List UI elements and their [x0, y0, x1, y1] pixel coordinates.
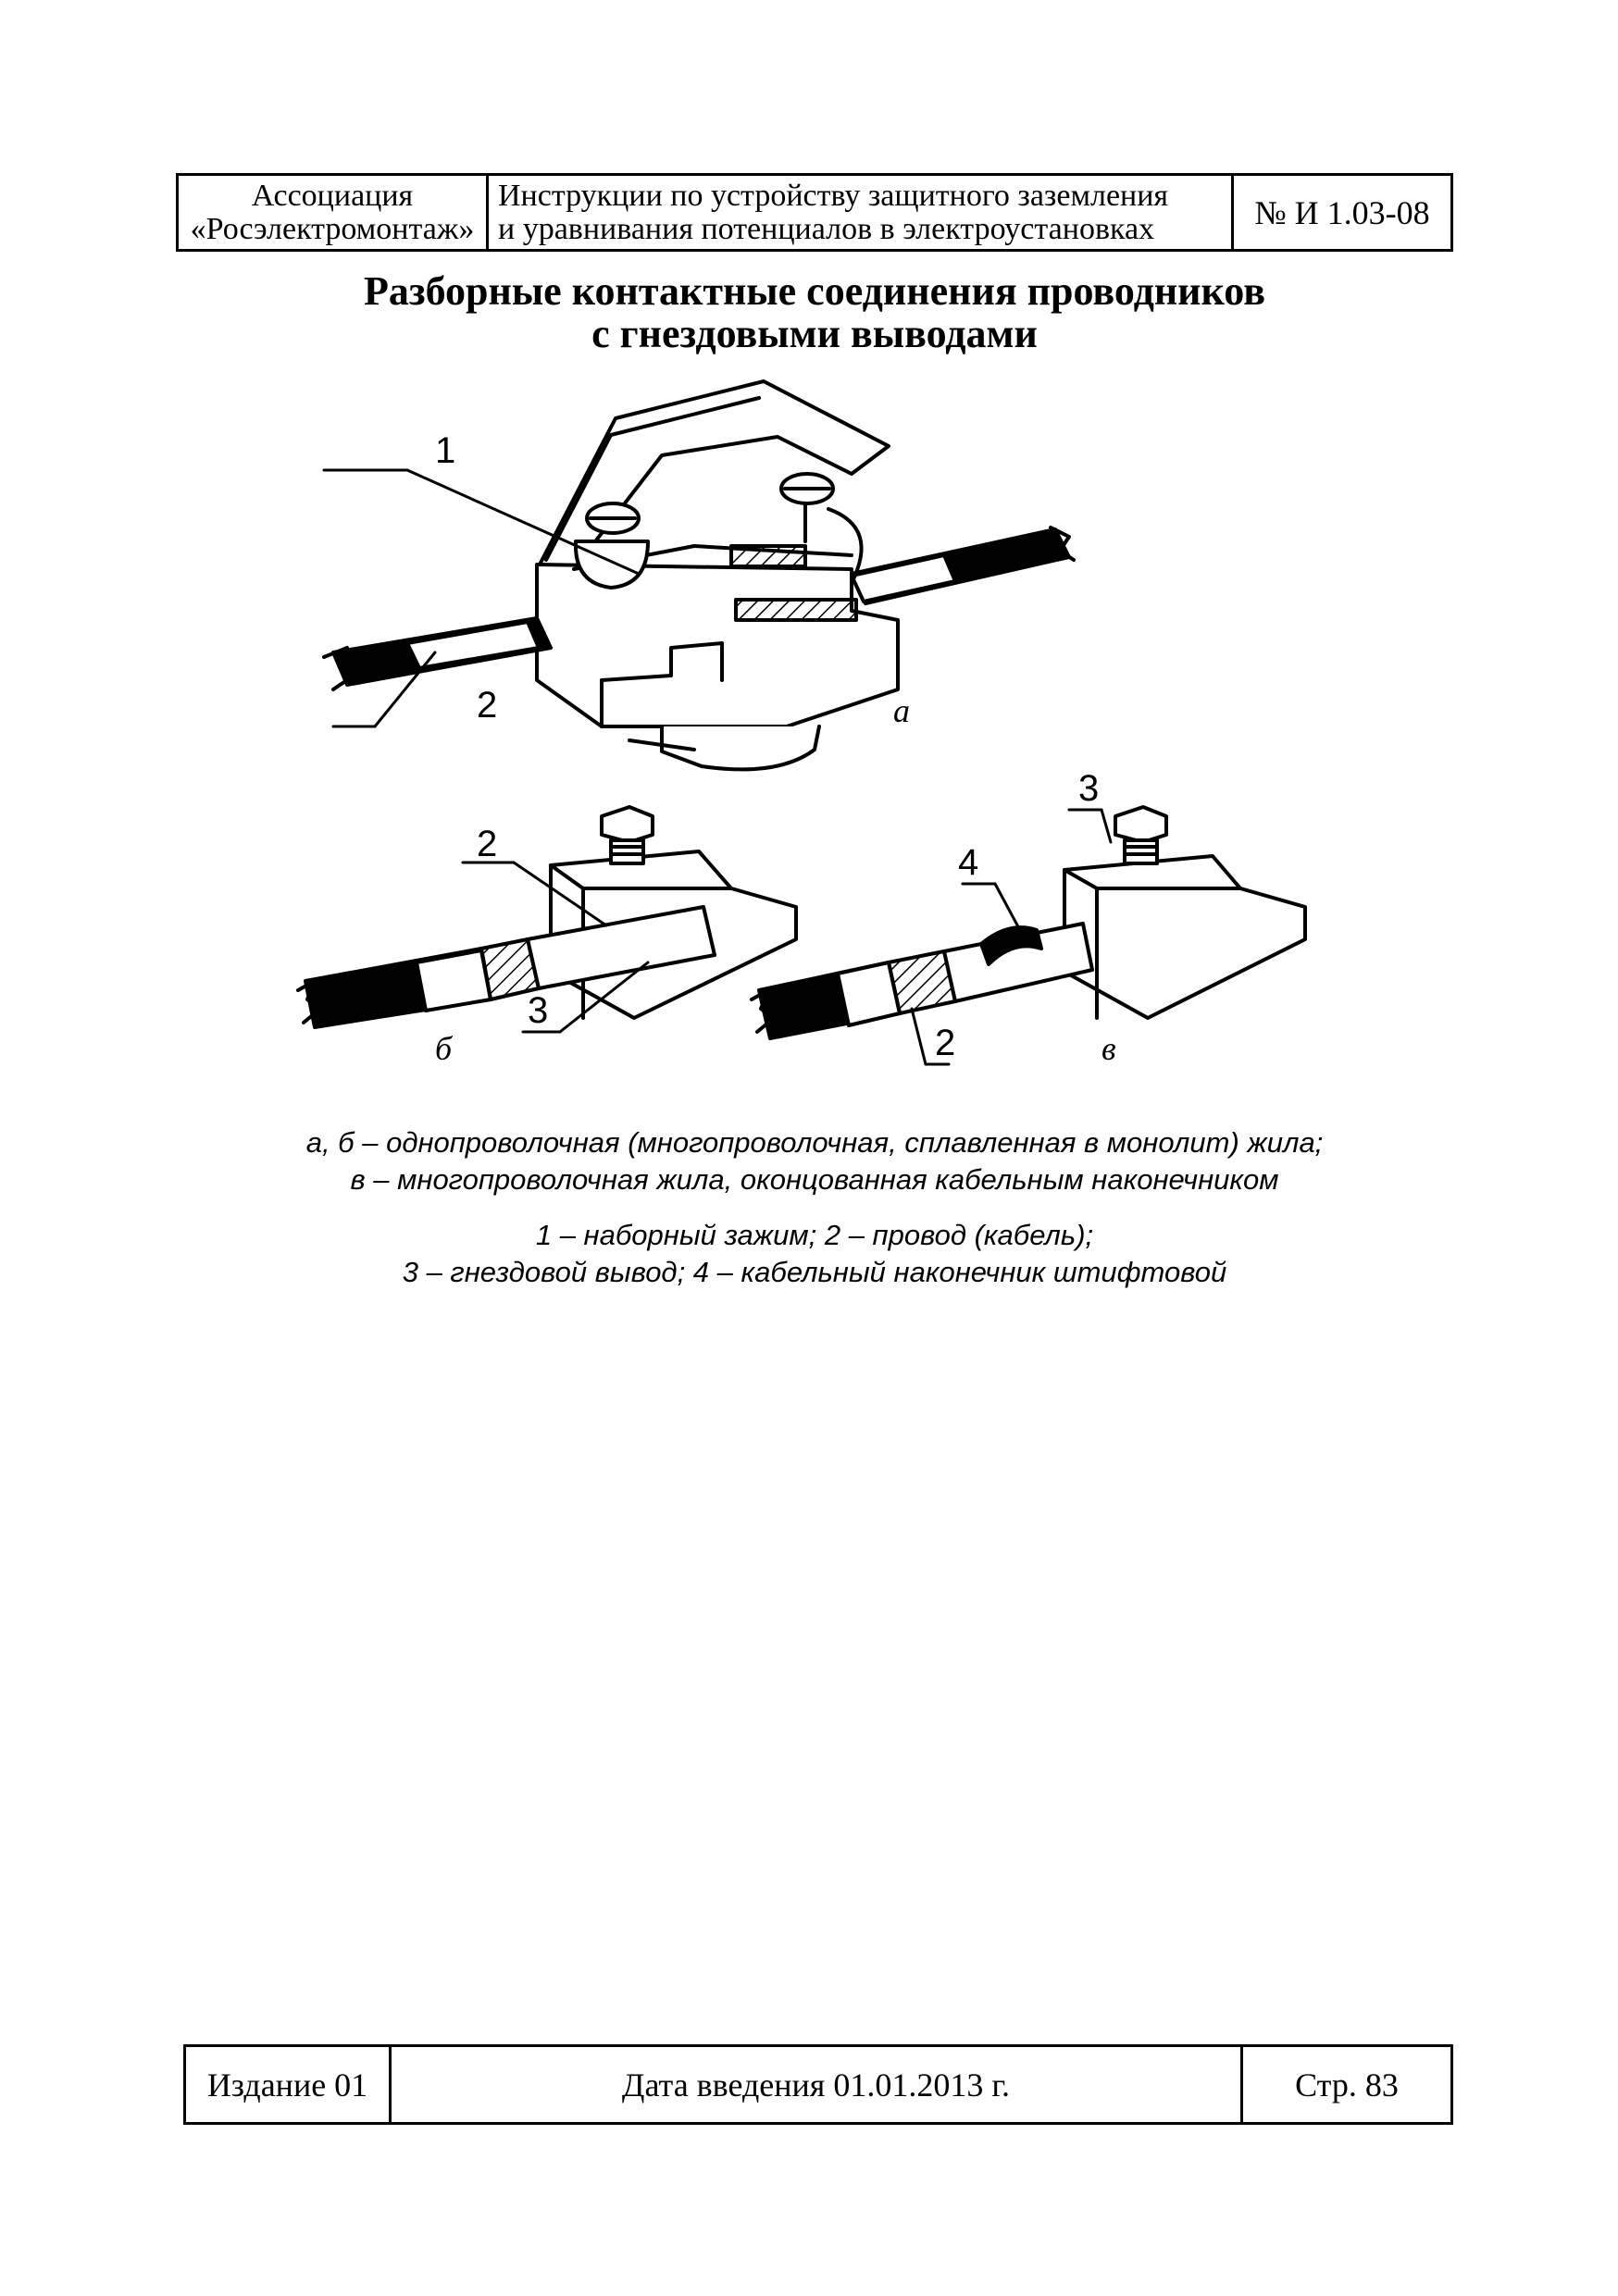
callout-v-4: 4	[958, 842, 978, 883]
cable-v	[750, 922, 1094, 1040]
caption-line-1: а, б – однопроволочная (многопроволочная…	[305, 1126, 1324, 1159]
legend-line-2: 3 – гнездовой вывод; 4 – кабельный након…	[402, 1256, 1227, 1288]
document-title-line-2: и уравнивания потенциалов в электроустан…	[498, 211, 1155, 246]
callout-a-1: 1	[435, 430, 455, 471]
terminal-body	[535, 563, 900, 728]
terminal-step	[600, 641, 724, 728]
document-number: № И 1.03-08	[1254, 193, 1430, 231]
page-title: Разборные контактные соединения проводни…	[176, 270, 1453, 355]
document-title-line-1: Инструкции по устройству защитного зазем…	[498, 178, 1169, 213]
leader-line-b2-diag	[512, 861, 608, 927]
callout-v-2: 2	[935, 1023, 955, 1063]
edition-cell: Издание 01	[186, 2047, 392, 2122]
connection-illustration: 1 2 а 2 3 б	[296, 379, 1307, 1067]
figure-letter-b: б	[435, 1030, 454, 1067]
hatched-section-lower	[734, 598, 858, 622]
clamp-screw-left	[573, 502, 650, 590]
organization-line-1: Ассоциация	[251, 178, 414, 213]
din-rail-clip	[628, 738, 696, 751]
din-rail-foot	[660, 725, 821, 772]
callout-v-3: 3	[1078, 768, 1099, 809]
legend-line-1: 1 – наборный зажим; 2 – провод (кабель);	[535, 1219, 1094, 1251]
callout-a-2: 2	[477, 685, 497, 726]
callout-b-2: 2	[477, 824, 497, 864]
socket-block-v	[1063, 854, 1307, 1020]
socket-terminal-assembly-v: 3 4 2 в	[750, 768, 1307, 1067]
hatched-section-upper	[729, 544, 807, 568]
organization-cell: Ассоциация «Росэлектромонтаж»	[179, 176, 489, 249]
footer-table: Издание 01 Дата введения 01.01.2013 г. С…	[183, 2044, 1453, 2125]
leader-line-v4-diag	[993, 882, 1029, 946]
leader-line-a1-diag	[405, 468, 641, 576]
page-title-line-2: с гнездовыми выводами	[591, 311, 1038, 356]
document-number-cell: № И 1.03-08	[1234, 176, 1450, 249]
conductor-right	[850, 526, 1076, 605]
effective-date-cell: Дата введения 01.01.2013 г.	[392, 2047, 1243, 2122]
callout-b-3: 3	[528, 990, 548, 1031]
conductor-left	[322, 616, 553, 691]
leader-line-b3-diag	[558, 961, 650, 1034]
header-table: Ассоциация «Росэлектромонтаж» Инструкции…	[176, 173, 1453, 252]
terminal-hood-inner	[544, 396, 761, 562]
leader-line-v2-diag	[910, 1007, 927, 1066]
figure-caption: а, б – однопроволочная (многопроволочная…	[176, 1124, 1453, 1198]
organization-line-2: «Росэлектромонтаж»	[190, 211, 475, 246]
caption-line-2: в – многопроволочная жила, оконцованная …	[350, 1163, 1279, 1196]
figure-letter-a: а	[893, 692, 910, 729]
bolt-b	[600, 805, 654, 865]
document-title-cell: Инструкции по устройству защитного зазем…	[489, 176, 1234, 249]
page-number-cell: Стр. 83	[1295, 2066, 1399, 2104]
socket-terminal-assembly-b: 2 3 б	[296, 805, 798, 1067]
page-title-line-1: Разборные контактные соединения проводни…	[364, 268, 1265, 314]
leader-line-v3-diag	[1100, 808, 1113, 844]
figure-legend: 1 – наборный зажим; 2 – провод (кабель);…	[176, 1217, 1453, 1291]
cable-b	[296, 905, 716, 1029]
terminal-block-assembly-a: 1 2 а	[322, 379, 1076, 772]
figure-letter-v: в	[1101, 1030, 1116, 1067]
bolt-v	[1114, 805, 1168, 865]
leader-line-a2-diag	[373, 651, 437, 728]
clamp-screw-right	[779, 472, 864, 585]
